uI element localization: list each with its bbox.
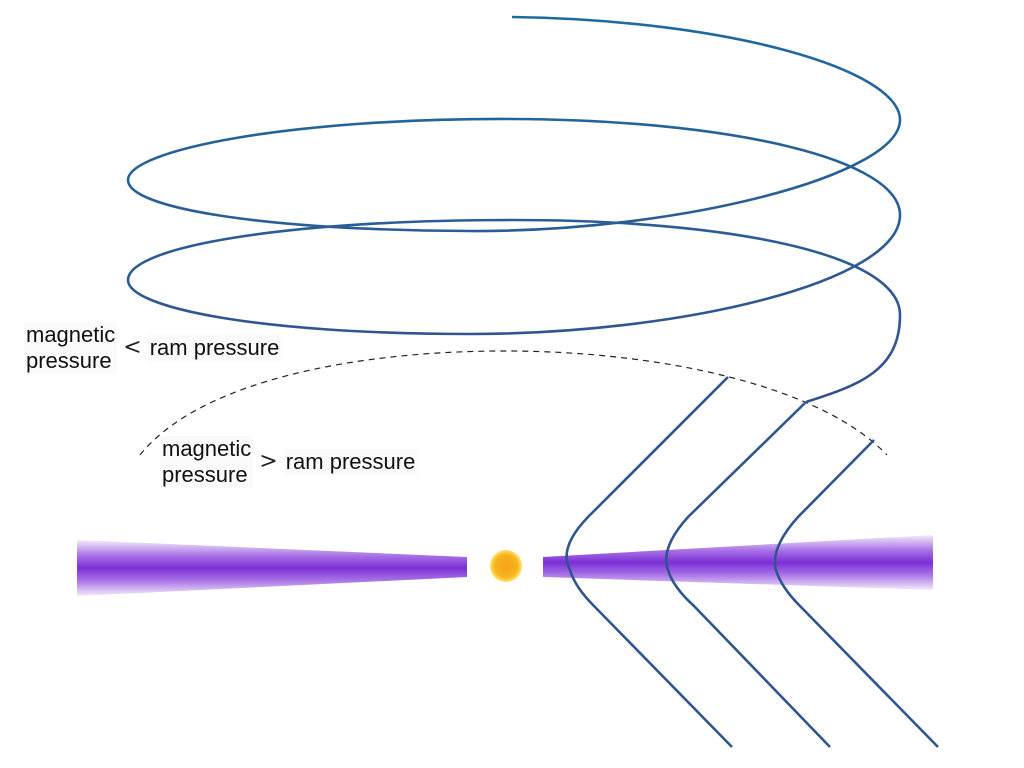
closed-field-line-outer: [773, 439, 939, 748]
accretion-disk-left: [77, 540, 467, 596]
label-upper-line2: pressure: [26, 348, 112, 373]
accretion-disk-right: [543, 535, 933, 590]
central-star: [490, 550, 522, 582]
closed-field-line-inner: [565, 376, 733, 748]
magnetospheric-boundary: [139, 350, 888, 456]
label-upper-relation: <: [123, 335, 142, 360]
label-magnetic-greater-than-ram: magnetic pressure > ram pressure: [160, 436, 418, 488]
label-upper-lhs: magnetic pressure: [24, 322, 118, 374]
helical-field-line: [126, 15, 902, 404]
label-lower-lhs: magnetic pressure: [160, 436, 254, 488]
label-lower-relation: >: [259, 449, 278, 474]
label-lower-rhs: ram pressure: [283, 449, 418, 475]
label-lower-line2: pressure: [162, 462, 248, 487]
label-lower-line1: magnetic: [162, 436, 252, 461]
closed-field-line-middle: [664, 401, 831, 748]
label-upper-line1: magnetic: [26, 322, 116, 347]
label-upper-rhs: ram pressure: [147, 335, 282, 361]
label-magnetic-less-than-ram: magnetic pressure < ram pressure: [24, 322, 282, 374]
